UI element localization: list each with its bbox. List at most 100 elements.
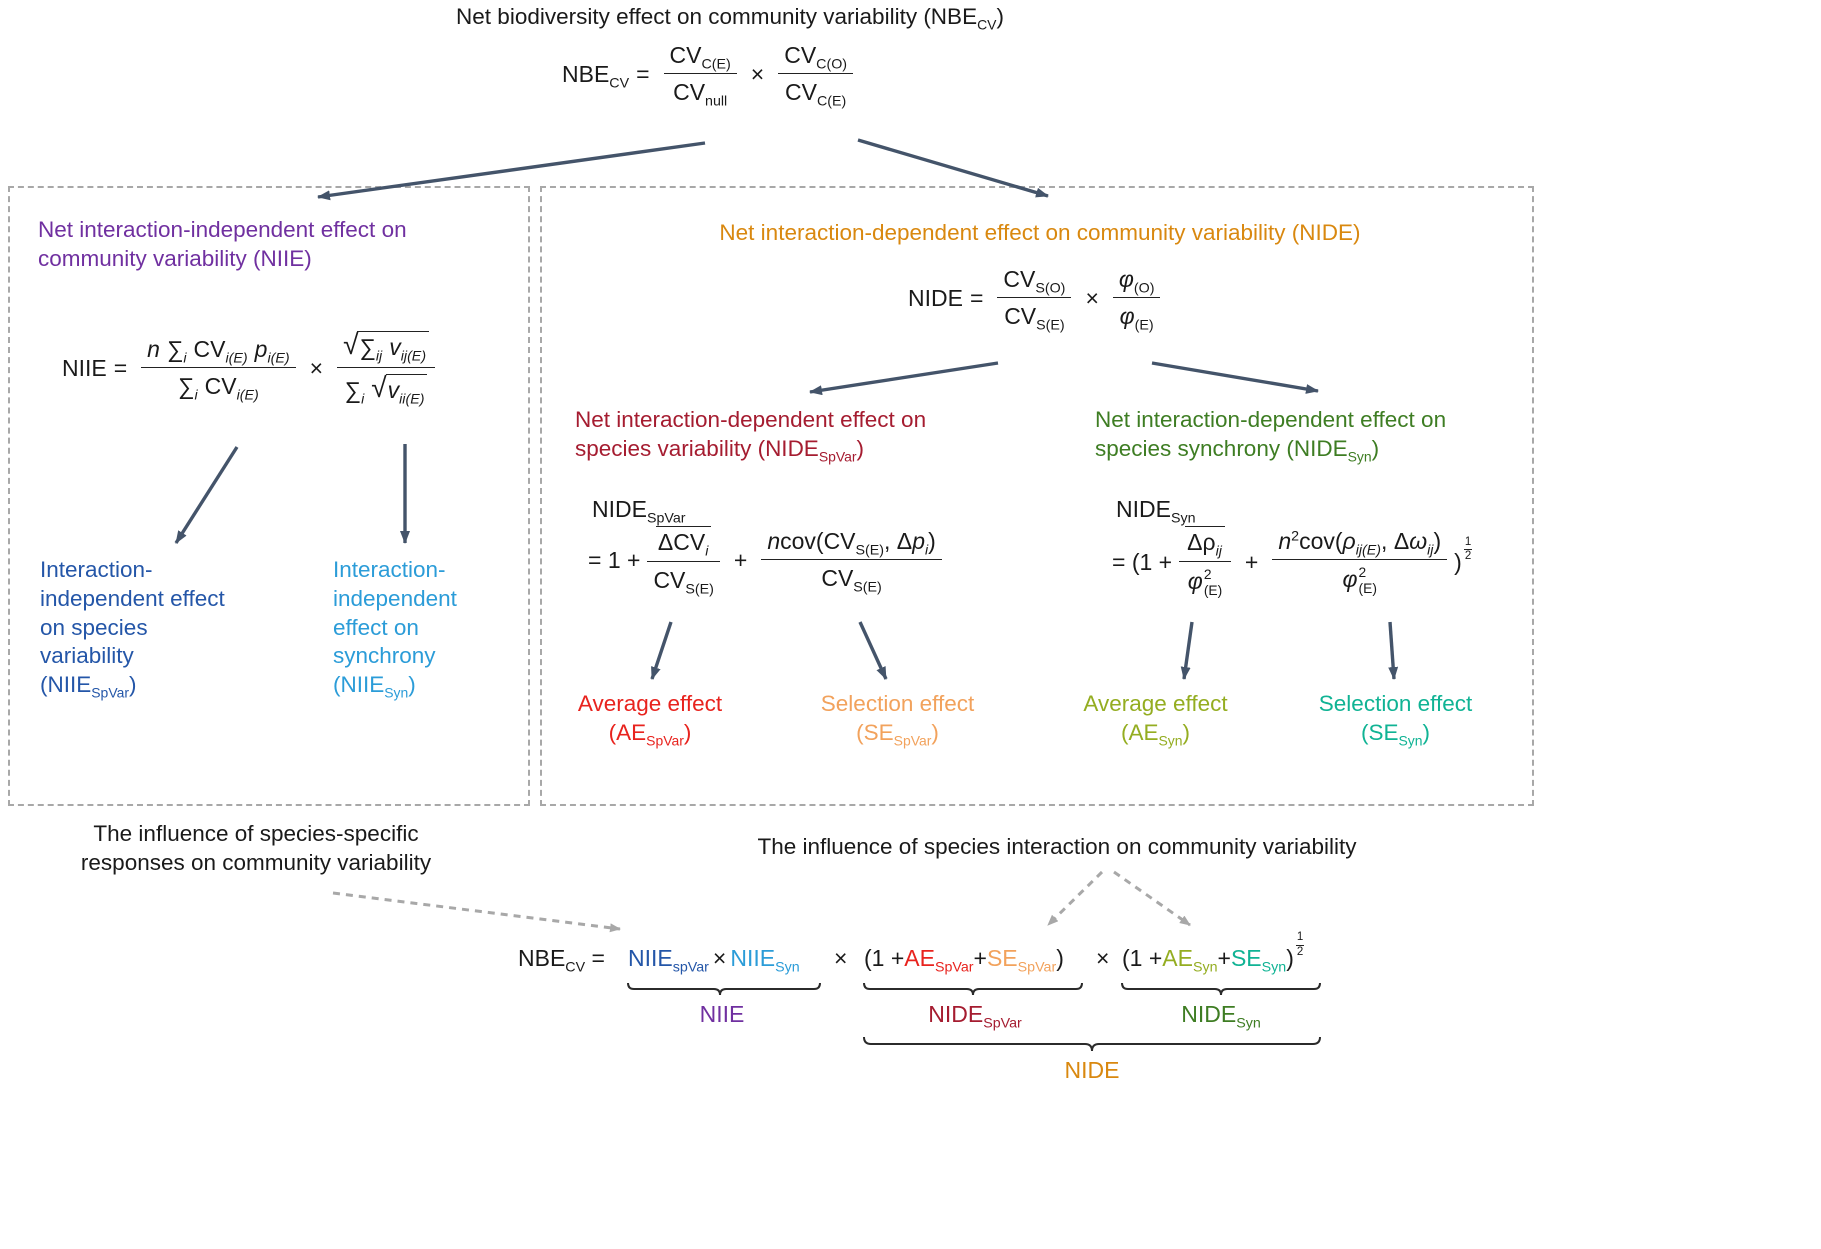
base: NIDE (1116, 496, 1171, 522)
sub: Syn (1261, 959, 1287, 976)
n: n (147, 335, 160, 362)
dashed-arrow-left-note-to-niie (332, 891, 621, 933)
sub: SpVar (818, 448, 857, 465)
line2: responses on community variability (80, 849, 432, 875)
fraction-cvce-cvnull: CVC(E) CVnull (663, 42, 737, 109)
phi-supsub: 2(E) (1204, 567, 1222, 599)
phi: φ (1187, 567, 1203, 594)
den-sub: S(E) (1036, 318, 1065, 335)
equals-sign: = (636, 60, 650, 87)
niie-syn-term: NIIESyn (730, 945, 799, 975)
niie-title-line2: community variability (NIIE) (38, 245, 312, 271)
sum-index: i (194, 387, 198, 404)
average-effect-spvar-label: Average effect (AESpVar) (560, 690, 740, 748)
base: NIDE (928, 1001, 984, 1027)
cov-sub: S(E) (855, 542, 885, 559)
radical-sign: √ (343, 329, 359, 360)
phi-sub: (O) (1133, 280, 1155, 297)
base: NIIE (628, 944, 673, 971)
fraction-bar (663, 73, 737, 75)
sub: spVar (672, 959, 709, 976)
fraction-phi: φ(O) φ(E) (1112, 266, 1161, 333)
plus-sign: + (1244, 549, 1259, 576)
sub: Syn (1398, 732, 1423, 749)
niie-box (8, 186, 530, 806)
base: NBE (518, 944, 566, 971)
den: CV (653, 566, 686, 593)
sub: SpVar (646, 510, 686, 527)
close-paren: ) (1433, 527, 1442, 554)
equals-open-one-plus: = (1 + (1112, 549, 1173, 576)
base: SE (1230, 944, 1262, 971)
den-sub: null (705, 94, 728, 111)
sub: Syn (1158, 732, 1183, 749)
den: CV (821, 565, 854, 592)
sub: (E) (1203, 582, 1223, 598)
line2: species variability (NIDESpVar) (575, 435, 926, 464)
v-sub: ij(E) (400, 348, 427, 365)
cv: CV (204, 373, 237, 400)
niie-syn-label: Interaction- independent effect on synch… (333, 556, 457, 700)
n-sup: 2 (1291, 528, 1300, 545)
close-paren: ) (1286, 944, 1294, 971)
equals-one-plus: = 1 + (588, 546, 641, 573)
fraction-bar (141, 367, 296, 369)
base: AE (904, 944, 935, 971)
n: n (767, 527, 781, 554)
sub: SpVar (934, 959, 974, 976)
plus-sign: + (973, 944, 987, 971)
nide-spvar-rhs: = 1 + ΔCVi CVS(E) + ncov(CVS(E), Δpi) CV… (588, 526, 949, 597)
nbe-lhs: NBECV (562, 61, 629, 91)
num-sub: C(O) (816, 56, 848, 73)
line2: (AESyn) (1068, 719, 1243, 748)
sub: Syn (1347, 448, 1372, 465)
pre: (NIIE (333, 672, 385, 698)
times-sign: × (750, 60, 765, 87)
close-paren: ) (928, 527, 936, 554)
figure-title-close: ) (996, 4, 1004, 29)
rho: ρ (1342, 527, 1356, 554)
sup: 2 (1358, 565, 1367, 581)
post: ) (683, 719, 692, 745)
post: ) (1422, 719, 1431, 745)
sub: Syn (1170, 510, 1196, 527)
sub: CV (565, 959, 586, 976)
plus-sign: + (733, 546, 748, 573)
post: ) (1371, 435, 1380, 461)
fraction-dcv: ΔCVi CVS(E) (647, 526, 720, 597)
figure-title-text: Net biodiversity effect on community var… (456, 4, 978, 29)
underbrace-niie (627, 982, 821, 996)
line1: Selection effect (820, 691, 975, 716)
line: synchrony (333, 643, 436, 669)
fraction-cvso-cvse: CVS(O) CVS(E) (997, 266, 1072, 333)
niie-title-line1: Net interaction-independent effect on (38, 217, 407, 242)
left-note: The influence of species-specific respon… (62, 820, 450, 878)
selection-effect-spvar-label: Selection effect (SESpVar) (805, 690, 990, 748)
times-sign: × (309, 354, 324, 381)
brace-label-nide-syn: NIDESyn (1149, 1000, 1293, 1031)
exp-den: 2 (1296, 945, 1304, 958)
pre: (NIIE (40, 672, 92, 698)
line2: species synchrony (NIDESyn) (1095, 435, 1446, 464)
omega: ω (1409, 527, 1428, 554)
equation-nbe: NBECV = CVC(E) CVnull × CVC(O) CVC(E) (562, 42, 860, 109)
brace-label-niie: NIIE (699, 1001, 745, 1027)
num: CV (784, 42, 817, 68)
post: ) (128, 672, 137, 698)
niie-spvar-label: Interaction- independent effect on speci… (40, 556, 225, 700)
nide-spvar-title: Net interaction-dependent effect on spec… (575, 406, 926, 464)
niie-lhs: NIIE (62, 354, 107, 381)
open-paren: (1 + (864, 944, 905, 971)
post: ) (856, 435, 865, 461)
comma-delta: , Δ (1381, 527, 1410, 554)
final-eq-times2: × (834, 938, 847, 978)
p: p (254, 335, 268, 362)
equation-nide-spvar: NIDESpVar = 1 + ΔCVi CVS(E) + ncov(CVS(E… (588, 496, 949, 597)
phi: φ (1118, 266, 1134, 292)
exp-num: 1 (1463, 536, 1473, 551)
